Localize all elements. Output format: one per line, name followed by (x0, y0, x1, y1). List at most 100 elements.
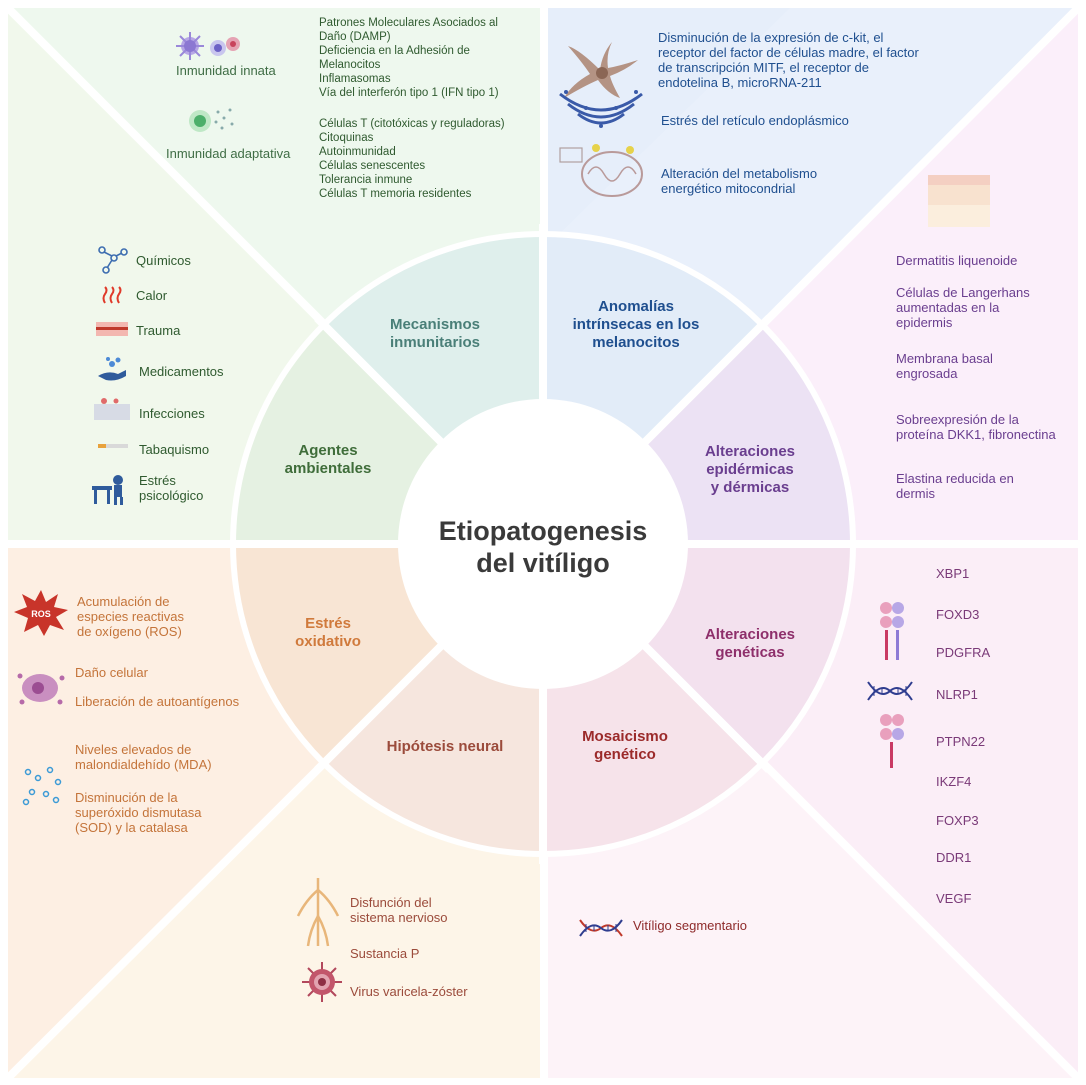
text-line: dermis (896, 486, 936, 501)
receptor-icon-2 (880, 714, 904, 768)
text-line: Membrana basal (896, 351, 993, 366)
text-line: Sobreexpresión de la (896, 412, 1019, 427)
epidermal-item-4: Sobreexpresión de la proteína DKK1, fibr… (896, 412, 1056, 442)
skin-layers-icon (928, 175, 990, 227)
text-line: Dermatitis liquenoide (896, 253, 1018, 268)
list-item: Melanocitos (319, 59, 381, 71)
nervous-system-icon (296, 878, 340, 947)
text-line: Niveles elevados de (75, 742, 192, 757)
env-psych-stress: Estrés psicológico (139, 473, 203, 503)
segment-label: epidérmicas (706, 461, 794, 478)
virus-icon (302, 962, 342, 1002)
env-trauma: Trauma (136, 323, 181, 338)
receptor-icon (880, 602, 904, 660)
text-line: superóxido dismutasa (75, 805, 202, 820)
segment-label: genéticas (715, 644, 785, 661)
segment-genetic: Alteraciones genéticas (690, 626, 810, 662)
epidermal-item-5: Elastina reducida en dermis (896, 471, 1014, 501)
segment-neural: Hipótesis neural (370, 738, 520, 756)
text-line: especies reactivas (77, 609, 184, 624)
segment-label: Hipótesis neural (386, 738, 504, 755)
gene-item: NLRP1 (936, 687, 978, 702)
gene-item: VEGF (936, 891, 972, 906)
segment-label: Alteraciones (704, 443, 796, 460)
gene-item: DDR1 (936, 850, 972, 865)
text-line: de transcripción MITF, el receptor de (658, 60, 869, 75)
innate-immunity-label: Inmunidad innata (176, 63, 276, 78)
segment-label: melanocitos (592, 334, 680, 351)
epidermal-item-2: Células de Langerhans aumentadas en la e… (896, 285, 1030, 330)
list-item: Citoquinas (319, 132, 374, 144)
ros-burst-icon: ROS (14, 590, 68, 636)
segment-label: inmunitarios (389, 334, 480, 351)
gene-item: PDGFRA (936, 645, 991, 660)
text-line: Células de Langerhans (896, 285, 1030, 300)
text-line: Disminución de la (75, 790, 178, 805)
segment-label: Mosaicismo (582, 728, 668, 745)
gene-item: FOXP3 (936, 813, 979, 828)
gene-item: IKZF4 (936, 774, 972, 789)
env-medications: Medicamentos (139, 364, 224, 379)
text-line: (SOD) y la catalasa (75, 820, 188, 835)
chemicals-icon (98, 246, 128, 274)
segment-oxidative: Estrés oxidativo (268, 615, 388, 651)
list-item: Vía del interferón tipo 1 (IFN tipo 1) (319, 87, 499, 99)
ros-badge-text: ROS (31, 609, 51, 619)
center-circle (398, 399, 688, 689)
heat-icon (102, 286, 122, 304)
dna-icon (867, 681, 913, 701)
intrinsic-item-1: Disminución de la expresión de c-kit, el… (658, 30, 964, 90)
text-line: receptor del factor de células madre, el… (658, 45, 919, 60)
center-title-line2: del vitíligo (476, 548, 610, 578)
text-line: sistema nervioso (350, 910, 448, 925)
innate-items: Patrones Moleculares Asociados al Daño (… (319, 16, 499, 100)
text-line: energético mitocondrial (661, 181, 796, 196)
intrinsic-item-3: Alteración del metabolismo energético mi… (661, 166, 817, 196)
segment-label: oxidativo (295, 633, 361, 650)
env-infections: Infecciones (139, 406, 205, 421)
mitochondria-icon (559, 144, 643, 197)
adaptive-immunity-label: Inmunidad adaptativa (166, 146, 291, 161)
trauma-icon (96, 322, 128, 336)
adaptive-items: Células T (citotóxicas y reguladoras) Ci… (319, 117, 505, 201)
text-line: Estrés (139, 473, 176, 488)
varicella-virus: Virus varicela-zóster (350, 984, 468, 999)
list-item: Patrones Moleculares Asociados al (319, 17, 498, 29)
segment-label: Alteraciones (704, 626, 796, 643)
env-smoking: Tabaquismo (139, 442, 210, 457)
molecules-icon (22, 766, 62, 806)
text-line: endotelina B, microRNA-211 (658, 75, 822, 90)
env-chemicals: Químicos (136, 253, 191, 268)
segment-label: Anomalías (598, 298, 674, 315)
segment-label: Mecanismos (389, 316, 481, 333)
endoplasmic-reticulum-icon (559, 90, 643, 128)
damaged-cell-icon (17, 673, 65, 705)
text-line: engrosada (896, 366, 958, 381)
segment-intrinsic: Anomalías intrínsecas en los melanocitos (556, 298, 716, 352)
segment-label: ambientales (284, 460, 372, 477)
list-item: Células T (citotóxicas y reguladoras) (319, 118, 505, 130)
gene-item: FOXD3 (936, 607, 980, 622)
immune-cells-icon (176, 32, 240, 60)
infection-icon (94, 398, 130, 420)
list-item: Células T memoria residentes (319, 188, 472, 200)
cell-damage: Daño celular (75, 665, 148, 680)
list-item: Inflamasomas (319, 73, 391, 85)
intrinsic-item-2: Estrés del retículo endoplásmico (661, 113, 849, 128)
text-line: aumentadas en la (896, 300, 1000, 315)
segment-label: Estrés (305, 615, 351, 632)
epidermal-item-3: Membrana basal engrosada (896, 351, 993, 381)
segment-immune: Mecanismos inmunitarios (360, 316, 510, 352)
text-line: Disminución de la expresión de c-kit, el (658, 30, 884, 45)
text-line: de oxígeno (ROS) (77, 624, 182, 639)
ros-accumulation: Acumulación de especies reactivas de oxí… (77, 594, 184, 639)
autoantigen-release: Liberación de autoantígenos (75, 694, 240, 709)
text-line: epidermis (896, 315, 953, 330)
gene-item: PTPN22 (936, 734, 986, 749)
epidermal-item-1: Dermatitis liquenoide (896, 253, 1017, 268)
text-line: Acumulación de (77, 594, 170, 609)
stress-person-icon (92, 475, 123, 505)
text-line: Disfunción del (350, 895, 432, 910)
segment-label: intrínsecas en los (572, 316, 700, 333)
